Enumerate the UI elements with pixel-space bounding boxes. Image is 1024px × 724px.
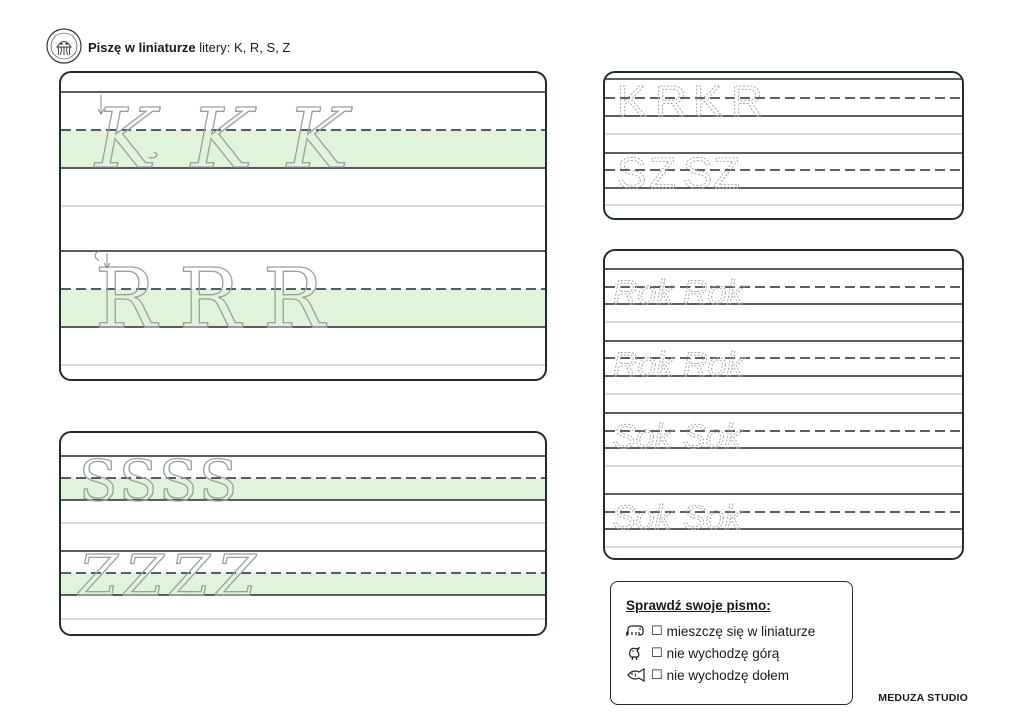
meduza-logo-icon	[46, 28, 82, 64]
stroke-direction-arrows-icon	[94, 250, 111, 269]
trace-word: Sok	[613, 499, 674, 537]
trace-word: Sok	[683, 499, 744, 537]
page-title: Piszę w liniaturze litery: K, R, S, Z	[88, 40, 291, 55]
trace-letter: S	[119, 449, 157, 514]
trace-letter: R	[95, 252, 159, 347]
check-item[interactable]: ☐ nie wychodzę dołem	[626, 664, 852, 686]
panel-letters-kr: K K K R R R	[59, 71, 547, 381]
trace-letter: R	[655, 77, 687, 126]
trace-letter: Z	[215, 544, 257, 609]
trace-letter: K	[93, 92, 161, 187]
self-check-title: Sprawdź swoje pismo:	[626, 598, 771, 613]
trace-letter: S	[683, 149, 712, 198]
self-check-box: Sprawdź swoje pismo: ☐ mieszczę się w li…	[610, 581, 853, 705]
checkbox[interactable]: ☐	[651, 623, 663, 639]
trace-letter: Z	[169, 544, 211, 609]
trace-letter: K	[285, 92, 353, 187]
check-item-label: nie wychodzę dołem	[666, 667, 789, 683]
trace-letter: R	[731, 77, 763, 126]
trace-word: Rok	[613, 274, 675, 312]
trace-letter: S	[617, 149, 646, 198]
trace-letter: Z	[77, 544, 119, 609]
lined-paper: K K K R R R	[61, 91, 545, 366]
trace-letter: R	[179, 252, 243, 347]
trace-letter: S	[199, 449, 237, 514]
lined-paper: K R K R S Z S Z	[605, 77, 962, 206]
checkbox[interactable]: ☐	[651, 645, 663, 661]
panel-letters-small: K R K R S Z S Z	[603, 71, 964, 220]
trace-word: Sok	[613, 418, 674, 456]
trace-letter: Z	[649, 149, 676, 198]
check-item-label: mieszczę się w liniaturze	[666, 623, 816, 639]
lined-paper: S S S S Z Z Z Z	[61, 448, 545, 620]
fish-icon	[627, 667, 645, 683]
trace-letter: S	[159, 449, 197, 514]
trace-word: Rok	[613, 346, 675, 384]
trace-letter: K	[693, 77, 722, 126]
trace-letter: R	[263, 252, 327, 347]
trace-letter: K	[189, 92, 257, 187]
trace-letter: S	[79, 449, 117, 514]
trace-word: Rok	[683, 274, 745, 312]
elephant-icon	[626, 625, 644, 637]
brand-footer: MEDUZA STUDIO	[878, 692, 968, 704]
trace-letter: Z	[123, 544, 165, 609]
trace-letter: Z	[713, 149, 740, 198]
bird-icon	[629, 646, 641, 661]
panel-words: Rok Rok Rok Rok Sok Sok Sok Sok	[603, 249, 964, 560]
check-item-label: nie wychodzę górą	[666, 645, 780, 661]
check-item[interactable]: ☐ nie wychodzę górą	[626, 642, 852, 664]
trace-letter: K	[617, 77, 646, 126]
trace-word: Sok	[683, 418, 744, 456]
panel-letters-sz: S S S S Z Z Z Z	[59, 431, 547, 636]
checkbox[interactable]: ☐	[651, 667, 663, 683]
stroke-direction-arrows-icon	[97, 95, 158, 159]
trace-word: Rok	[683, 346, 745, 384]
lined-paper: Rok Rok Rok Rok Sok Sok Sok Sok	[605, 268, 962, 548]
check-item[interactable]: ☐ mieszczę się w liniaturze	[626, 620, 852, 642]
